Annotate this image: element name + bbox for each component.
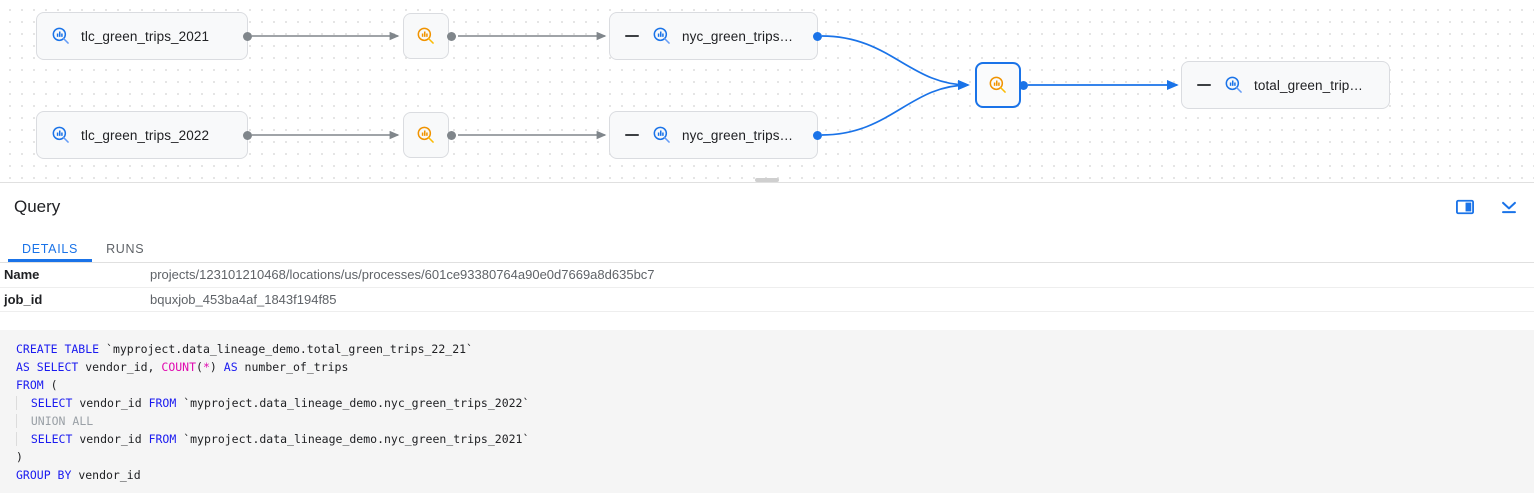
table-search-icon [653, 126, 670, 143]
collapse-toggle-icon[interactable] [1196, 77, 1212, 93]
edge-nyc2-proc3 [821, 79, 970, 136]
panel-header-actions [1454, 196, 1520, 218]
lineage-graph-canvas[interactable]: tlc_green_trips_2021 tlc_green_trips_202… [0, 0, 1534, 182]
panel-resize-handle[interactable] [755, 178, 779, 182]
sql-code-text: CREATE TABLE `myproject.data_lineage_dem… [16, 341, 530, 482]
lineage-node-tlc-green-trips-2022[interactable]: tlc_green_trips_2022 [36, 111, 248, 159]
process-search-icon [417, 126, 434, 143]
table-search-icon [653, 27, 670, 44]
port-out-tlc-2022[interactable] [243, 131, 252, 140]
lineage-node-nyc-green-trips-bottom[interactable]: nyc_green_trips… [609, 111, 818, 159]
table-search-icon [1225, 76, 1242, 93]
tab-details[interactable]: DETAILS [8, 242, 93, 263]
split-panel-icon[interactable] [1454, 196, 1476, 218]
detail-key: Name [4, 267, 40, 283]
port-out-nyc-bottom[interactable] [813, 131, 822, 140]
port-out-tlc-2021[interactable] [243, 32, 252, 41]
detail-key: job_id [4, 291, 43, 307]
lineage-node-process-1[interactable] [403, 13, 449, 59]
lineage-node-label: total_green_trip… [1254, 77, 1364, 93]
edge-nyc1-proc3 [821, 35, 970, 91]
panel-header: Query [0, 183, 1534, 231]
lineage-node-nyc-green-trips-top[interactable]: nyc_green_trips… [609, 12, 818, 60]
detail-value: bquxjob_453ba4af_1843f194f85 [150, 291, 337, 307]
lineage-node-label: tlc_green_trips_2022 [81, 127, 210, 143]
process-search-icon [989, 76, 1006, 93]
collapse-toggle-icon[interactable] [624, 127, 640, 143]
sql-code-block[interactable]: CREATE TABLE `myproject.data_lineage_dem… [0, 329, 1534, 493]
lineage-node-tlc-green-trips-2021[interactable]: tlc_green_trips_2021 [36, 12, 248, 60]
query-details-panel: Query DETAILS RUNS Name projects/1231012… [0, 178, 1534, 503]
table-row: Name projects/123101210468/locations/us/… [0, 263, 1534, 287]
port-out-process-selected[interactable] [1019, 81, 1028, 90]
lineage-node-label: nyc_green_trips… [682, 127, 794, 143]
collapse-panel-icon[interactable] [1498, 196, 1520, 218]
details-table: Name projects/123101210468/locations/us/… [0, 263, 1534, 312]
tab-runs[interactable]: RUNS [106, 241, 145, 256]
port-out-process-2[interactable] [447, 131, 456, 140]
table-search-icon [52, 27, 69, 44]
detail-value: projects/123101210468/locations/us/proce… [150, 267, 655, 283]
collapse-toggle-icon[interactable] [624, 28, 640, 44]
table-search-icon [52, 126, 69, 143]
port-out-process-1[interactable] [447, 32, 456, 41]
table-row: job_id bquxjob_453ba4af_1843f194f85 [0, 287, 1534, 311]
lineage-node-process-selected[interactable] [975, 62, 1021, 108]
port-out-nyc-top[interactable] [813, 32, 822, 41]
lineage-node-label: tlc_green_trips_2021 [81, 28, 210, 44]
process-search-icon [417, 27, 434, 44]
panel-tab-bar: DETAILS RUNS [0, 231, 1534, 263]
lineage-node-total-green-trips[interactable]: total_green_trip… [1181, 61, 1390, 109]
lineage-node-label: nyc_green_trips… [682, 28, 794, 44]
page-title: Query [14, 197, 61, 216]
lineage-node-process-2[interactable] [403, 112, 449, 158]
